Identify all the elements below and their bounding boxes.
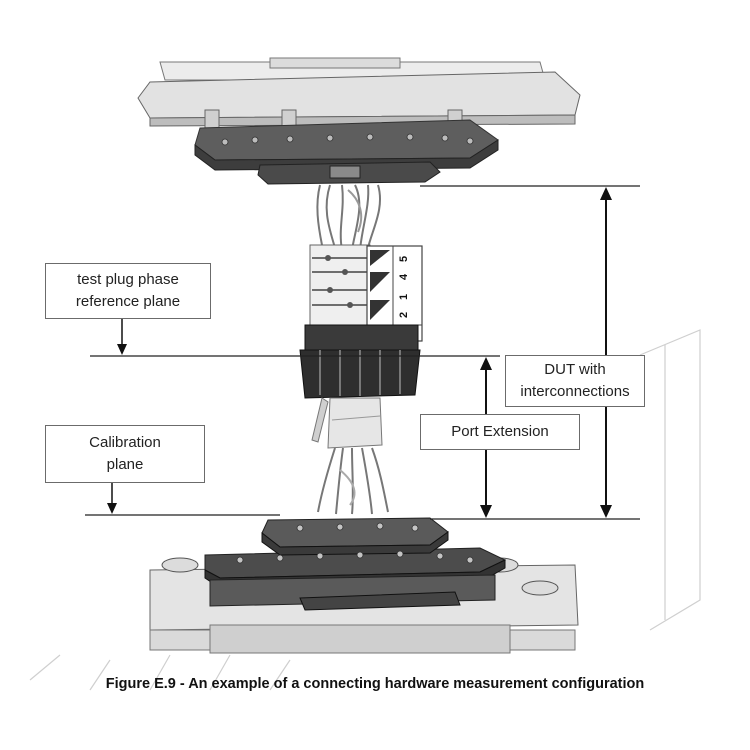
calibration-label-line2: plane xyxy=(106,456,144,473)
terminal-label-5: 5 xyxy=(398,256,410,262)
lower-cable xyxy=(311,397,389,515)
test-plug xyxy=(309,244,371,326)
background-frame xyxy=(29,329,701,691)
figure-caption: Figure E.9 - An example of a connecting … xyxy=(105,676,645,692)
test-plug-label-line1: test plug phase xyxy=(77,271,179,288)
dut-with-interconnections-label: DUT with interconnections xyxy=(505,355,645,407)
terminal-label-4: 4 xyxy=(398,273,410,280)
calibration-plane-label: Calibration plane xyxy=(45,425,205,483)
test-plug-label-line2: reference plane xyxy=(75,293,181,310)
dut-label-line2: interconnections xyxy=(520,383,630,400)
terminal-label-2: 2 xyxy=(398,312,410,318)
upper-fixture xyxy=(137,57,581,185)
dut-label-line1: DUT with xyxy=(544,361,606,378)
reference-lines xyxy=(85,185,640,520)
connector-jack xyxy=(299,324,421,399)
dimension-arrows xyxy=(107,187,612,518)
port-extension-text: Port Extension xyxy=(451,423,549,440)
port-arrow-head-top xyxy=(480,357,492,370)
upper-wire-bundle xyxy=(316,184,382,251)
dut-arrow-head-bottom xyxy=(600,505,612,518)
port-arrow-head-bottom xyxy=(480,505,492,518)
terminal-label-1: 1 xyxy=(398,294,410,300)
calibration-label-line1: Calibration xyxy=(89,434,161,451)
lower-fixture xyxy=(149,517,579,654)
terminal-checker xyxy=(370,250,390,320)
test-plug-phase-reference-plane-label: test plug phase reference plane xyxy=(45,263,211,319)
port-extension-label: Port Extension xyxy=(420,414,580,450)
dut-arrow-head-top xyxy=(600,187,612,200)
